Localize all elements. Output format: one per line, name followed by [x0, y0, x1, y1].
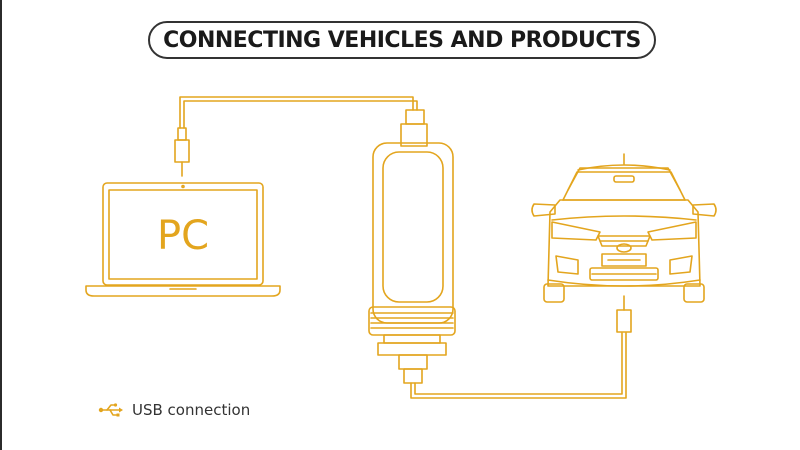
laptop-icon: PC	[86, 183, 280, 296]
usb-cable-laptop-to-device	[175, 97, 427, 176]
legend-label: USB connection	[132, 401, 250, 419]
legend: USB connection	[98, 400, 250, 420]
obd-cable-device-to-car	[411, 296, 631, 398]
pc-label: PC	[157, 213, 209, 259]
obd-device-icon	[369, 143, 455, 383]
car-icon	[532, 154, 716, 302]
usb-icon	[98, 401, 124, 419]
